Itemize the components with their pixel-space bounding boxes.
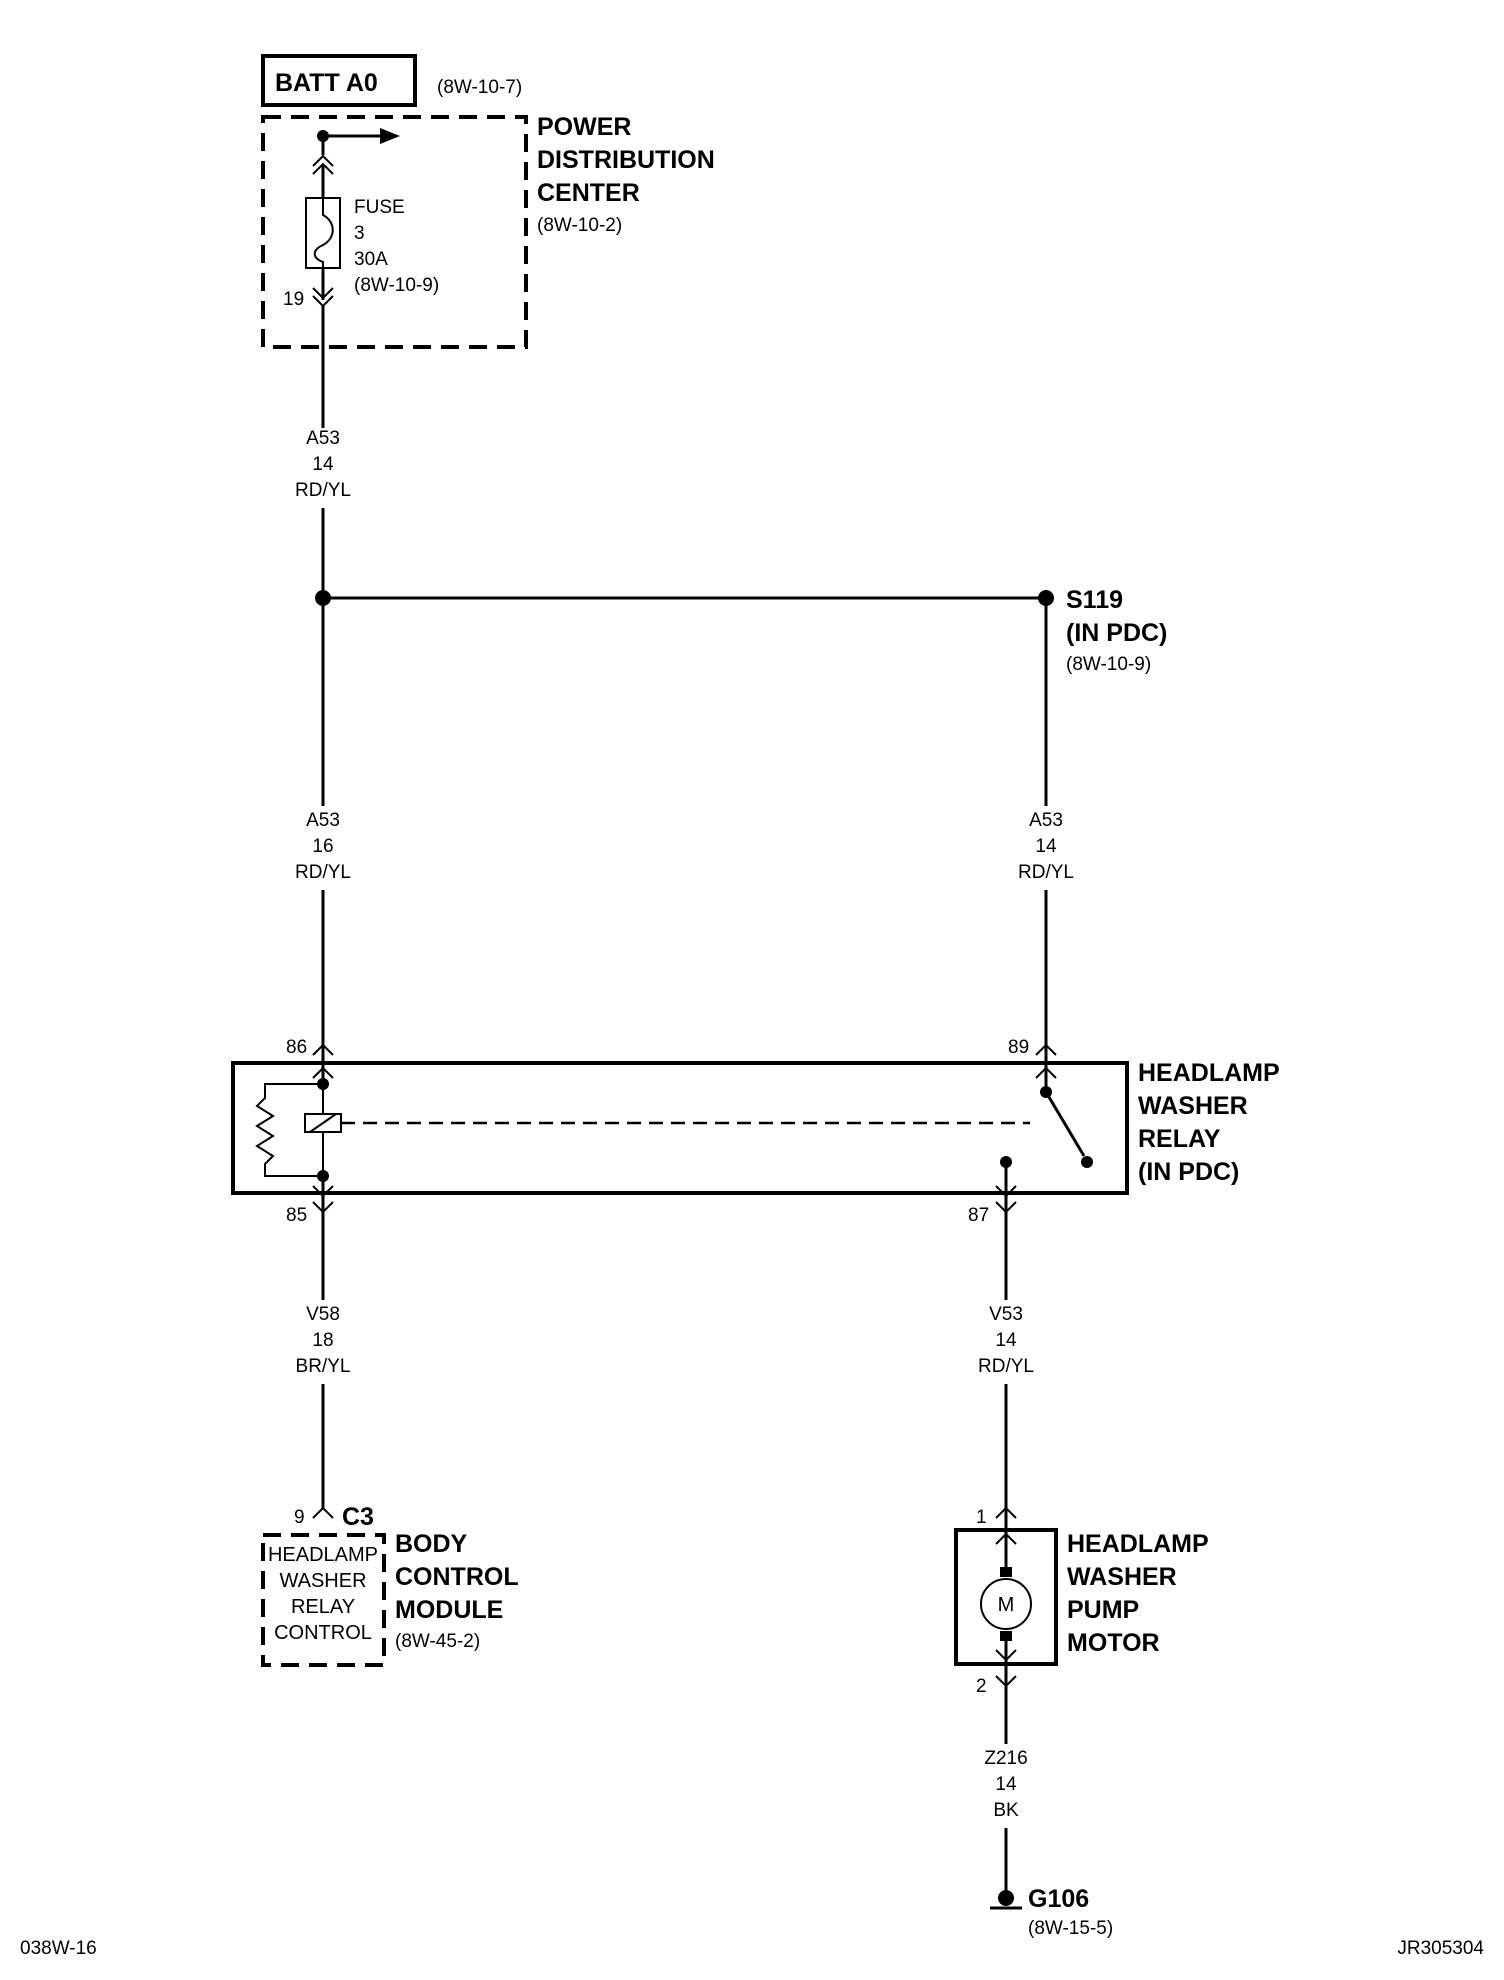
- relay-title-4: (IN PDC): [1138, 1158, 1239, 1186]
- splice-location: (IN PDC): [1066, 619, 1167, 647]
- relay-title-2: WASHER: [1138, 1092, 1248, 1120]
- bcm-inner-2: WASHER: [279, 1570, 366, 1592]
- fuse-bottom-chevron-icon: [312, 287, 334, 300]
- pdc-title-3: CENTER: [537, 179, 640, 207]
- footer-left: 038W-16: [20, 1938, 97, 1959]
- power-distribution-center: POWER DISTRIBUTION CENTER (8W-10-2) FUSE…: [261, 113, 715, 349]
- bcm-connector: C3: [342, 1503, 374, 1531]
- splice-ref: (8W-10-9): [1066, 654, 1151, 675]
- headlamp-washer-pump-motor: 1 M 2 HEADLAMP WASHER PUMP MOTOR: [954, 1506, 1209, 1697]
- splice-id: S119: [1066, 586, 1123, 614]
- relay-pin-85: 85: [286, 1205, 307, 1226]
- fuse-label: FUSE: [354, 197, 405, 218]
- wire-z216-gauge: 14: [995, 1774, 1017, 1795]
- wire-v58-circuit: V58: [306, 1304, 340, 1325]
- motor-icon: [980, 1578, 1032, 1630]
- switch-top-chevron-icon: [1035, 1066, 1057, 1079]
- wire-v58-gauge: 18: [312, 1330, 333, 1351]
- wire-a53-left-circuit: A53: [306, 810, 340, 831]
- fuse-number: 3: [354, 223, 365, 244]
- relay-title-1: HEADLAMP: [1138, 1059, 1280, 1087]
- relay-coil-slash: [309, 1113, 337, 1133]
- wire-v53-gauge: 14: [995, 1330, 1017, 1351]
- batt-a0: BATT A0 (8W-10-7): [261, 54, 522, 107]
- fuse-rating: 30A: [354, 249, 388, 270]
- fuse-element-icon: [313, 198, 334, 268]
- fuse-top-chevron-icon: [312, 154, 334, 167]
- switch-blade-icon: [1044, 1091, 1086, 1157]
- ground-g106: G106 (8W-15-5): [990, 1885, 1113, 1939]
- bcm-outline: [261, 1533, 386, 1667]
- bcm-inner-4: CONTROL: [274, 1622, 372, 1644]
- body-control-module: 9 C3 HEADLAMP WASHER RELAY CONTROL BODY …: [261, 1503, 519, 1667]
- fuse-ref: (8W-10-9): [354, 275, 439, 296]
- fuse-pin: 19: [283, 289, 304, 310]
- ground-node: [998, 1890, 1014, 1906]
- switch-nc-contact: [1081, 1156, 1093, 1168]
- bcm-pin-chevron-icon: [312, 1506, 334, 1519]
- motor-pin-1: 1: [976, 1507, 987, 1528]
- wire-a53-left-gauge: 16: [312, 836, 333, 857]
- wire-z216-color: BK: [993, 1800, 1019, 1821]
- bcm-title-2: CONTROL: [395, 1563, 519, 1591]
- bcm-pin: 9: [294, 1507, 305, 1528]
- pdc-title-1: POWER: [537, 113, 631, 141]
- wire-a53-right-color: RD/YL: [1018, 862, 1074, 883]
- bcm-inner-3: RELAY: [291, 1596, 355, 1618]
- relay-outline: [231, 1061, 1129, 1195]
- motor-brush-top: [1000, 1567, 1012, 1577]
- wire-a53-right-circuit: A53: [1029, 810, 1063, 831]
- wire-a53-top-gauge: 14: [312, 454, 334, 475]
- motor-inner-bottom-chevron-icon: [995, 1649, 1017, 1662]
- pdc-title-2: DISTRIBUTION: [537, 146, 715, 174]
- relay-pin-89: 89: [1008, 1037, 1029, 1058]
- suppression-resistor-icon: [255, 1083, 323, 1177]
- motor-inner-top-chevron-icon: [995, 1532, 1017, 1545]
- footer-right: JR305304: [1397, 1938, 1484, 1959]
- wire-v58-color: BR/YL: [296, 1356, 351, 1377]
- relay-pin-86: 86: [286, 1037, 307, 1058]
- batt-box: [261, 54, 417, 107]
- motor-title-2: WASHER: [1067, 1563, 1177, 1591]
- bus-arrow-icon: [380, 128, 400, 144]
- ground-id: G106: [1028, 1885, 1089, 1913]
- bcm-title-1: BODY: [395, 1530, 468, 1558]
- motor-title-3: PUMP: [1067, 1596, 1139, 1624]
- wire-v53-circuit: V53: [989, 1304, 1023, 1325]
- batt-ref: (8W-10-7): [437, 77, 522, 98]
- motor-title-1: HEADLAMP: [1067, 1530, 1209, 1558]
- pdc-outline: [261, 115, 528, 349]
- wire-a53-left-color: RD/YL: [295, 862, 351, 883]
- wire-a53-top-circuit: A53: [306, 428, 340, 449]
- motor-pin-2: 2: [976, 1676, 987, 1697]
- headlamp-washer-relay: 86 89 85 87 HEADLAMP WASHER: [231, 1037, 1280, 1226]
- bcm-ref: (8W-45-2): [395, 1631, 480, 1652]
- relay-title-3: RELAY: [1138, 1125, 1221, 1153]
- relay-pin-87: 87: [968, 1205, 989, 1226]
- wire-z216-circuit: Z216: [984, 1748, 1027, 1769]
- wire-a53-top-color: RD/YL: [295, 480, 351, 501]
- ground-ref: (8W-15-5): [1028, 1918, 1113, 1939]
- splice-s119: S119 (IN PDC) (8W-10-9): [315, 586, 1167, 675]
- motor-title-4: MOTOR: [1067, 1629, 1160, 1657]
- batt-label: BATT A0: [275, 69, 378, 97]
- motor-symbol: M: [998, 1594, 1015, 1616]
- coil-bottom-chevron-icon: [312, 1185, 334, 1198]
- pdc-ref: (8W-10-2): [537, 215, 622, 236]
- bcm-inner-1: HEADLAMP: [268, 1544, 378, 1566]
- bcm-title-3: MODULE: [395, 1596, 503, 1624]
- wire-a53-right-gauge: 14: [1035, 836, 1057, 857]
- wire-v53-color: RD/YL: [978, 1356, 1034, 1377]
- switch-bottom-chevron-icon: [995, 1185, 1017, 1198]
- coil-top-chevron-icon: [312, 1066, 334, 1079]
